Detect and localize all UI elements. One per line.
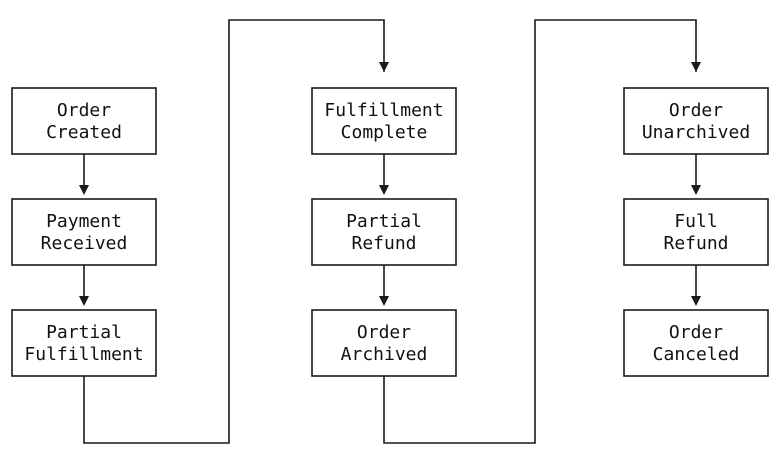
arrow-down-icon: [79, 185, 89, 195]
node-label-line: Complete: [341, 122, 428, 143]
node-label-line: Partial: [46, 322, 122, 343]
node-box: [311, 198, 457, 266]
node-label-line: Created: [46, 122, 122, 143]
node-box: [11, 198, 157, 266]
node-box: [11, 309, 157, 377]
node-box: [623, 309, 769, 377]
node-box: [623, 87, 769, 155]
node-label-line: Order: [669, 100, 723, 121]
node-label-line: Order: [357, 322, 411, 343]
node-label-line: Fulfillment: [324, 100, 443, 121]
edge-order-unarchived-to-full-refund: [691, 154, 701, 195]
node-label-line: Archived: [341, 344, 428, 365]
node-label-line: Canceled: [653, 344, 740, 365]
node-label-line: Unarchived: [642, 122, 750, 143]
arrow-down-icon: [691, 296, 701, 306]
nodes: OrderCreatedPaymentReceivedPartialFulfil…: [11, 87, 769, 377]
node-label-line: Payment: [46, 211, 122, 232]
edge-full-refund-to-order-canceled: [691, 265, 701, 306]
edge-partial-refund-to-order-archived: [379, 265, 389, 306]
arrow-down-icon: [379, 185, 389, 195]
edge-order-archived-to-order-unarchived: [383, 19, 701, 444]
arrow-down-icon: [79, 296, 89, 306]
node-label-line: Received: [41, 233, 128, 254]
node-label-line: Order: [57, 100, 111, 121]
edge-payment-received-to-partial-fulfillment: [79, 265, 89, 306]
node-label-line: Fulfillment: [24, 344, 143, 365]
node-label-line: Partial: [346, 211, 422, 232]
arrow-down-icon: [379, 296, 389, 306]
arrow-down-icon: [379, 62, 389, 72]
node-label-line: Refund: [351, 233, 416, 254]
edge-partial-fulfillment-to-fulfillment-complete: [83, 19, 389, 444]
node-label-line: Full: [674, 211, 717, 232]
node-box: [623, 198, 769, 266]
node-box: [311, 87, 457, 155]
arrow-down-icon: [691, 62, 701, 72]
node-box: [311, 309, 457, 377]
node-label-line: Refund: [663, 233, 728, 254]
edge-order-created-to-payment-received: [79, 154, 89, 195]
edge-fulfillment-complete-to-partial-refund: [379, 154, 389, 195]
node-label-line: Order: [669, 322, 723, 343]
connector-line: [383, 19, 697, 444]
connector-line: [83, 19, 385, 444]
connectors: [79, 19, 701, 444]
node-box: [11, 87, 157, 155]
arrow-down-icon: [691, 185, 701, 195]
